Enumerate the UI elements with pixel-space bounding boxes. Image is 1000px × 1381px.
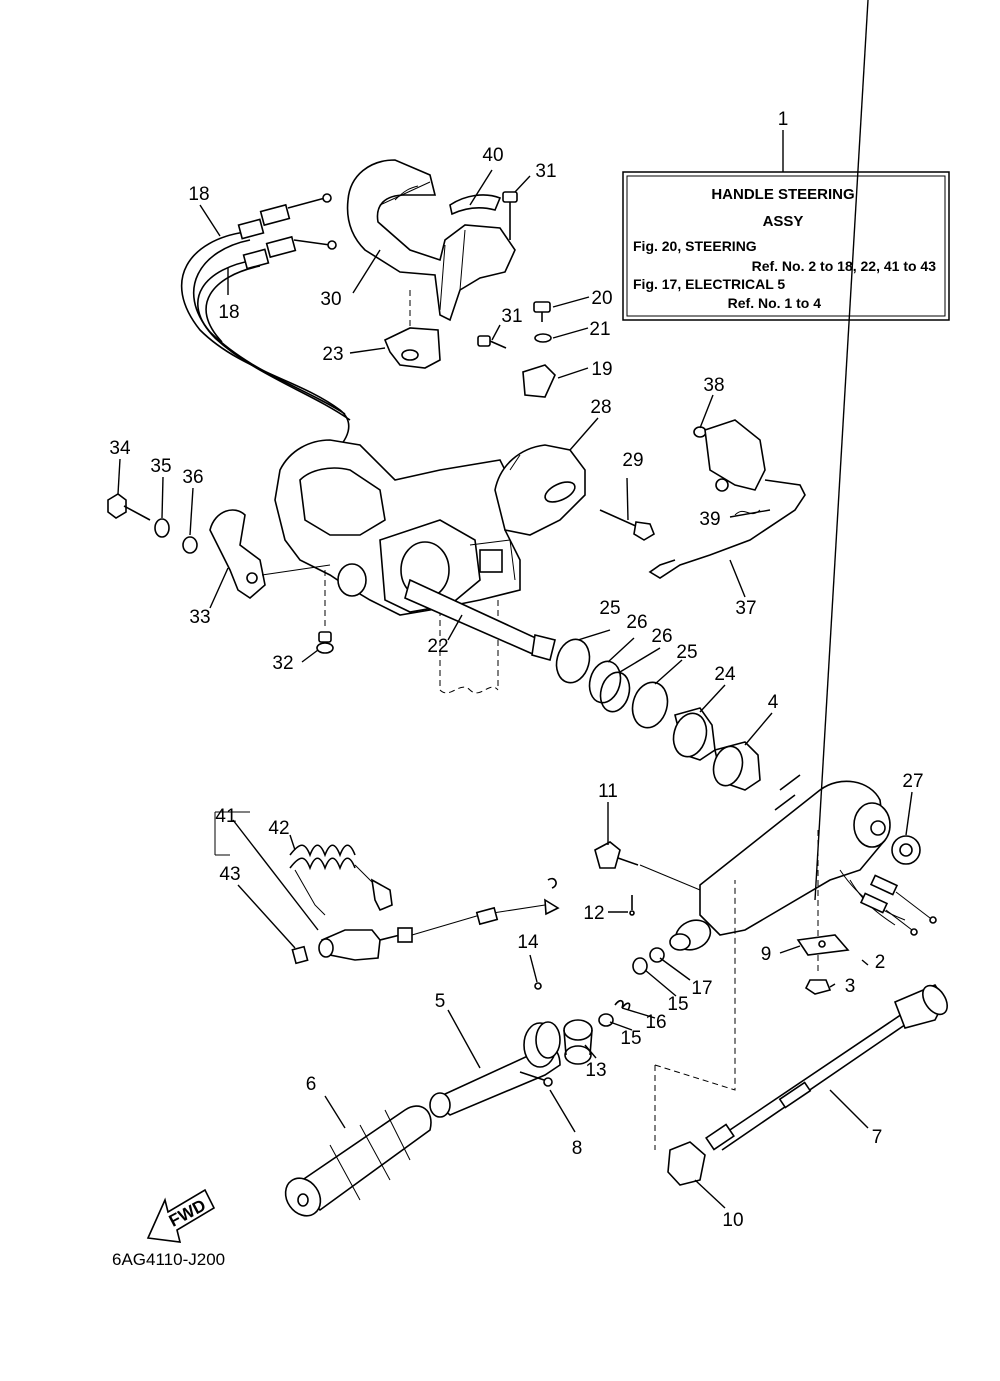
callout-19: 19 bbox=[591, 359, 612, 380]
part-40-plate bbox=[449, 194, 502, 216]
fwd-arrow-icon: FWD bbox=[146, 1188, 216, 1243]
callout-39: 39 bbox=[699, 509, 720, 530]
lever-33 bbox=[209, 509, 331, 600]
callout-30: 30 bbox=[320, 289, 341, 310]
info-box-line1: Fig. 20, STEERING bbox=[633, 238, 757, 254]
callout-33: 33 bbox=[189, 607, 210, 628]
callout-16: 16 bbox=[645, 1012, 666, 1033]
callout-28: 28 bbox=[590, 397, 611, 418]
callout-1: 1 bbox=[778, 109, 789, 130]
info-box-title-line2: ASSY bbox=[763, 213, 804, 230]
callout-9: 9 bbox=[761, 944, 772, 965]
callout-13: 13 bbox=[585, 1060, 606, 1081]
callout-22: 22 bbox=[427, 636, 448, 657]
callout-10: 10 bbox=[722, 1210, 743, 1231]
leader-lines bbox=[117, 0, 913, 1209]
callout-29: 29 bbox=[622, 450, 643, 471]
throttle-shaft-7 bbox=[705, 984, 948, 1151]
callout-labels: 1 2 3 4 5 6 7 8 9 10 11 12 13 14 15 15 1… bbox=[109, 109, 923, 1231]
grip-assembly bbox=[284, 947, 665, 1217]
friction-11-pin-12 bbox=[594, 841, 701, 916]
callout-15a: 15 bbox=[620, 1028, 641, 1049]
callout-35: 35 bbox=[150, 456, 171, 477]
callout-15b: 15 bbox=[667, 994, 688, 1015]
callout-20: 20 bbox=[591, 288, 612, 309]
callout-11: 11 bbox=[598, 781, 618, 802]
screw-32 bbox=[316, 570, 334, 654]
callout-7: 7 bbox=[872, 1127, 883, 1148]
info-box-line2: Ref. No. 2 to 18, 22, 41 to 43 bbox=[752, 258, 937, 274]
cover-28 bbox=[494, 444, 586, 536]
callout-26b: 26 bbox=[651, 626, 672, 647]
info-box-line3: Fig. 17, ELECTRICAL 5 bbox=[633, 276, 785, 292]
callout-18a: 18 bbox=[188, 184, 209, 205]
callout-14: 14 bbox=[517, 932, 539, 953]
tiller-arm-2 bbox=[669, 774, 937, 951]
callout-31b: 31 bbox=[501, 306, 522, 327]
diagram-code: 6AG4110-J200 bbox=[112, 1250, 225, 1269]
callout-37: 37 bbox=[735, 598, 756, 619]
callout-3: 3 bbox=[845, 976, 856, 997]
callout-18b: 18 bbox=[218, 302, 239, 323]
callout-12: 12 bbox=[583, 903, 604, 924]
callout-25a: 25 bbox=[599, 598, 620, 619]
callout-32: 32 bbox=[272, 653, 293, 674]
callout-4: 4 bbox=[768, 692, 779, 713]
callout-27: 27 bbox=[902, 771, 923, 792]
rings-and-bushings bbox=[555, 638, 761, 791]
callout-23: 23 bbox=[322, 344, 343, 365]
callout-2: 2 bbox=[875, 952, 886, 973]
callout-8: 8 bbox=[572, 1138, 583, 1159]
callout-43: 43 bbox=[219, 864, 240, 885]
tiller-base-bracket bbox=[274, 439, 521, 694]
stop-switch-41-42-43 bbox=[214, 811, 560, 965]
shaft-22 bbox=[404, 578, 556, 661]
callout-25b: 25 bbox=[676, 642, 697, 663]
callout-41: 41 bbox=[215, 806, 236, 827]
plate-9-bolt-3 bbox=[796, 934, 850, 995]
callout-21: 21 bbox=[589, 319, 610, 340]
bracket-10 bbox=[654, 880, 736, 1186]
bolt-34-collar-35-washer-36 bbox=[107, 493, 198, 554]
screws-31 bbox=[477, 191, 518, 349]
callout-42: 42 bbox=[268, 818, 289, 839]
info-box-title-line1: HANDLE STEERING bbox=[711, 186, 854, 203]
grommet-23 bbox=[383, 290, 441, 369]
callout-36: 36 bbox=[182, 467, 203, 488]
callout-24: 24 bbox=[714, 664, 736, 685]
callout-40: 40 bbox=[482, 145, 503, 166]
handle-bracket bbox=[346, 159, 516, 322]
parts-19-20-21 bbox=[522, 301, 556, 398]
callout-34: 34 bbox=[109, 438, 131, 459]
bushing-27 bbox=[891, 835, 921, 865]
info-box-line4: Ref. No. 1 to 4 bbox=[728, 295, 822, 311]
callout-38: 38 bbox=[703, 375, 724, 396]
callout-17: 17 bbox=[691, 978, 712, 999]
callout-31a: 31 bbox=[535, 161, 556, 182]
throttle-cables bbox=[181, 193, 351, 456]
bolt-29 bbox=[599, 509, 655, 541]
switch-38-link-37 bbox=[648, 419, 806, 579]
assembly-info-box: HANDLE STEERING ASSY Fig. 20, STEERING R… bbox=[622, 130, 950, 321]
callout-5: 5 bbox=[435, 991, 446, 1012]
callout-6: 6 bbox=[306, 1074, 317, 1095]
callout-26a: 26 bbox=[626, 612, 647, 633]
